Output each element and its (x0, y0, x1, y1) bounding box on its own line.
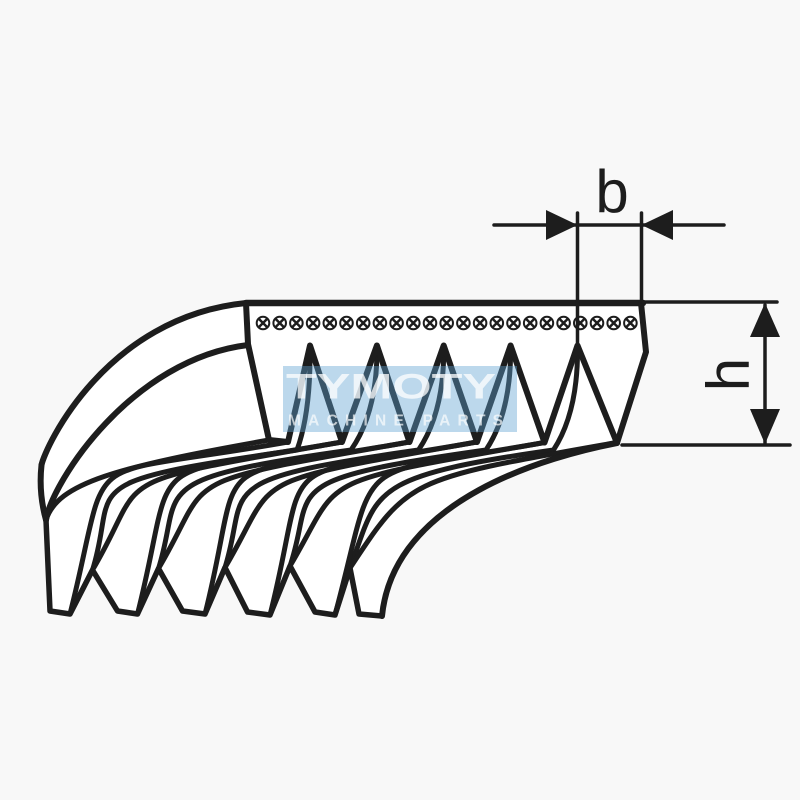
cord-circle-icon (305, 315, 321, 331)
cord-circle-icon (556, 315, 571, 331)
cord-cross-icon (524, 317, 536, 329)
rib-strip-curve (267, 439, 480, 618)
dimension-b: b (492, 158, 726, 346)
belt-right-edge (614, 300, 649, 446)
cord-cross-icon (391, 317, 403, 329)
cord-circle-icon (406, 315, 421, 331)
cord-circle-icon (606, 315, 622, 331)
cord-cross-icon (341, 317, 352, 329)
back-band-top-curve (38, 300, 249, 468)
cord-circle-icon (372, 315, 388, 331)
rib-strip-curve (332, 440, 547, 618)
groove-sweep-curves (90, 343, 581, 573)
belt-back-band (37, 300, 251, 523)
groove-sweep-curve (156, 343, 380, 571)
dim-h-arrow-down (750, 409, 780, 444)
cord-circle-icon (573, 315, 588, 331)
cord-cross-icon (508, 317, 519, 329)
cord-cross-icon (290, 317, 302, 329)
dim-h-arrow-up (750, 303, 780, 337)
rib-strip-curve (347, 440, 617, 571)
cord-cross-icon (324, 317, 336, 329)
belt-bottom-silhouette-curve (379, 440, 620, 619)
cut-end-teeth (43, 517, 385, 619)
rib-strip-curve (135, 439, 345, 617)
cord-cross-icon (591, 317, 603, 329)
groove-sweep-curve (347, 343, 581, 571)
cord-circle-icon (589, 315, 605, 331)
rib-strip-curve (202, 439, 412, 617)
belt-left-edge (243, 300, 272, 443)
groove-sweep-curve (90, 343, 313, 573)
cord-circle-icon (389, 315, 404, 331)
cord-circle-icon (255, 315, 271, 331)
rib-strip-curve (67, 439, 291, 617)
rib-sweep-curves (43, 437, 620, 619)
dimension-h: h (620, 300, 792, 447)
cord-circle-icon (439, 315, 455, 331)
watermark-brand: TYMOTY (286, 368, 496, 407)
cord-circle-icon (339, 315, 354, 331)
tension-cord-row (255, 315, 638, 331)
back-band-bottom-curve (43, 342, 251, 523)
back-band-end-cap (37, 462, 49, 523)
cord-cross-icon (491, 317, 503, 329)
belt-face-ribs (266, 342, 620, 446)
cord-cross-icon (608, 317, 620, 329)
cord-cross-icon (307, 317, 319, 329)
cord-circle-icon (422, 315, 438, 331)
dim-b-arrow-right (641, 210, 673, 240)
cord-cross-icon (274, 317, 286, 329)
cord-circle-icon (456, 315, 471, 331)
dim-b-arrow-left (546, 210, 578, 240)
cord-circle-icon (355, 315, 371, 331)
dim-b-label: b (595, 158, 628, 225)
groove-sweep-curve (287, 343, 514, 569)
cord-circle-icon (506, 315, 521, 331)
watermark: TYMOTY MACHINE PARTS (283, 366, 517, 432)
cord-circle-icon (472, 315, 488, 331)
cord-cross-icon (558, 317, 570, 329)
cord-cross-icon (541, 317, 553, 329)
belt-face-fill (246, 303, 646, 443)
cord-cross-icon (424, 317, 436, 329)
groove-sweep-curve (222, 343, 447, 570)
cord-circle-icon (289, 315, 304, 331)
cord-cross-icon (257, 317, 269, 329)
cord-circle-icon (322, 315, 338, 331)
cord-circle-icon (272, 315, 288, 331)
dim-h-label: h (695, 358, 762, 391)
cord-cross-icon (474, 317, 486, 329)
cord-cross-icon (357, 317, 369, 329)
cord-circle-icon (539, 315, 555, 331)
cord-cross-icon (457, 317, 469, 329)
cord-cross-icon (374, 317, 386, 329)
cord-cross-icon (407, 317, 419, 329)
watermark-panel (283, 366, 517, 432)
cord-circle-icon (522, 315, 538, 331)
cord-circle-icon (489, 315, 505, 331)
cord-circle-icon (623, 315, 638, 331)
cord-cross-icon (441, 317, 453, 329)
cord-cross-icon (624, 317, 636, 329)
